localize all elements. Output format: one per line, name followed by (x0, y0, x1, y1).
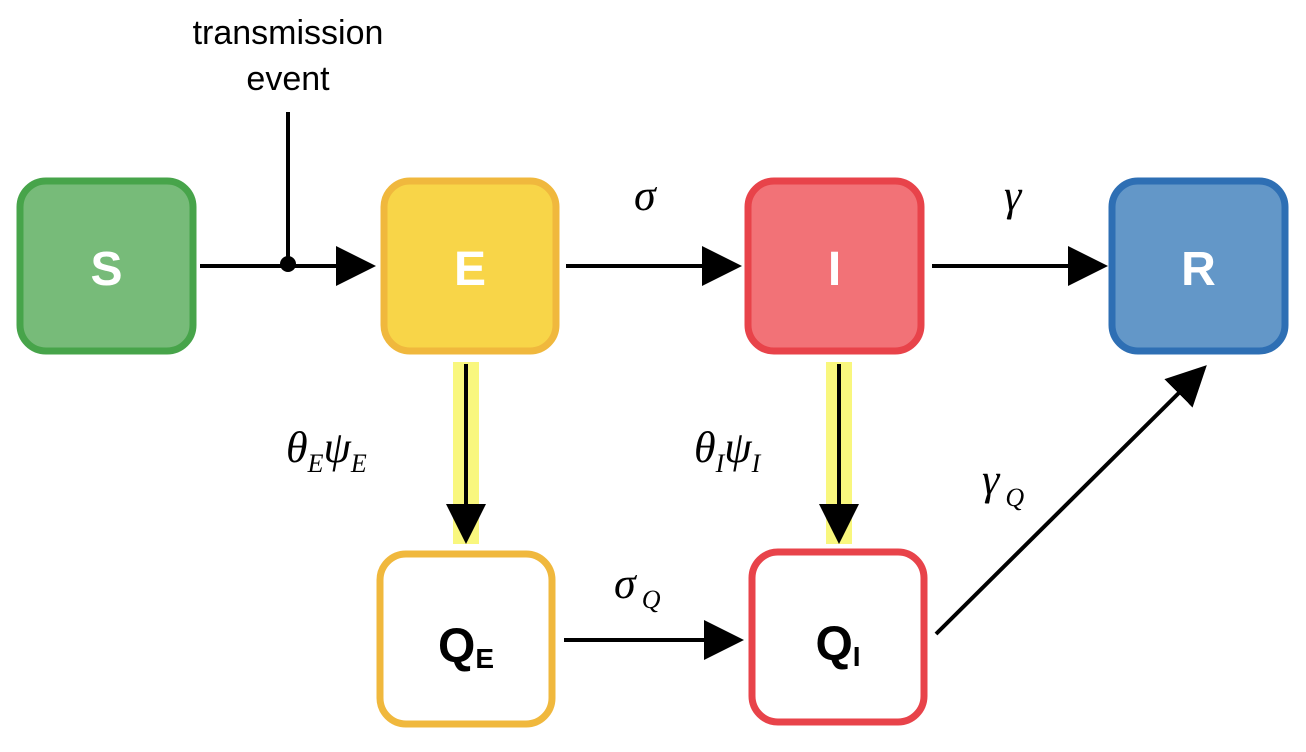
node-r-label: R (1181, 243, 1216, 296)
node-e: E (380, 177, 560, 355)
rate-theta-i: θ (694, 423, 716, 472)
rate-sigma: σ (634, 171, 658, 220)
annotation-line1: transmission (193, 14, 384, 52)
node-s-box (16, 177, 197, 355)
node-e-box (380, 177, 560, 355)
annotation-line2: event (246, 60, 330, 98)
rate-psi-i-subscript: I (751, 449, 762, 478)
node-qe-label: QE (438, 620, 494, 674)
node-qi-label: QI (815, 618, 860, 672)
node-qi-subscript: I (853, 641, 861, 672)
node-qe: QE (376, 550, 556, 728)
node-qe-subscript: E (475, 643, 494, 674)
node-qi-letter: Q (815, 618, 852, 671)
node-qi-box (748, 548, 928, 726)
rate-theta-i-psi-i: θIψI (694, 423, 762, 478)
rate-theta-i-subscript: I (715, 449, 726, 478)
rate-gamma-q-symbol: γ (982, 455, 1001, 504)
rate-gamma-q-subscript: Q (1005, 483, 1024, 512)
rate-theta-e-subscript: E (307, 449, 324, 478)
node-s-label: S (90, 243, 122, 296)
node-s: S (16, 177, 197, 355)
node-qe-letter: Q (438, 620, 475, 673)
rate-theta-e-psi-e: θEψE (286, 423, 367, 478)
rate-sigma-q-symbol: σ (614, 559, 638, 608)
node-qi: QI (748, 548, 928, 726)
rate-psi-e-subscript: E (350, 449, 367, 478)
node-e-label: E (454, 243, 486, 296)
node-r: R (1108, 177, 1289, 355)
node-i: I (744, 177, 925, 355)
node-r-box (1108, 177, 1289, 355)
rate-theta-e: θ (286, 423, 308, 472)
node-i-box (744, 177, 925, 355)
rate-psi-i: ψ (724, 423, 752, 472)
node-qe-box (376, 550, 556, 728)
rate-sigma-q-subscript: Q (642, 585, 661, 614)
rate-gamma: γ (1004, 171, 1023, 220)
rate-psi-e: ψ (324, 423, 352, 472)
arrow-qi-to-r (934, 365, 1207, 636)
node-i-label: I (828, 243, 841, 296)
